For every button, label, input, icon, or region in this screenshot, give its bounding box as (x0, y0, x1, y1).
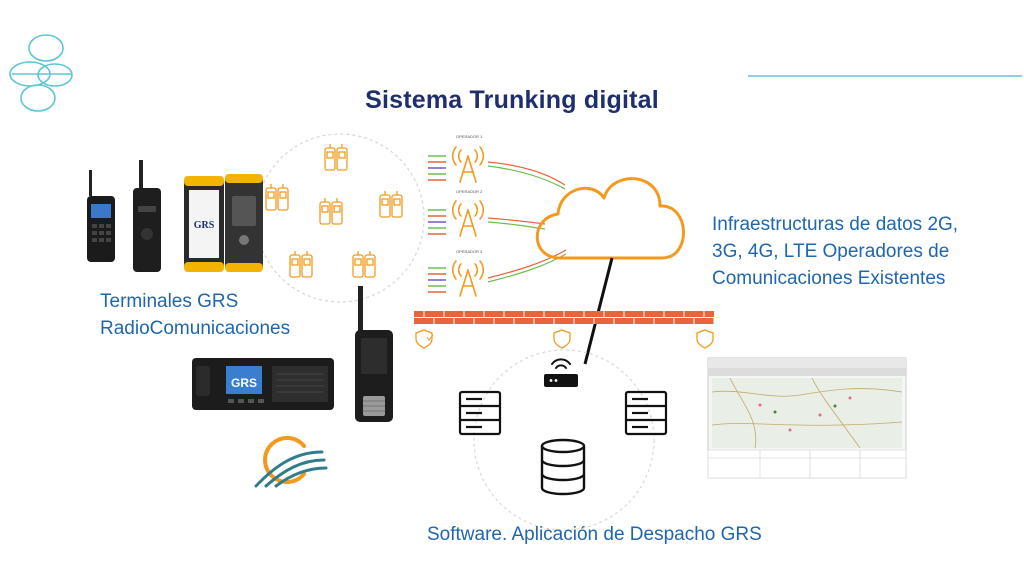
terminals-label: Terminales GRS RadioComunicaciones (100, 288, 290, 342)
infrastructure-label-line: Comunicaciones Existentes (712, 268, 946, 289)
terminals-label-line: RadioComunicaciones (100, 318, 291, 339)
infrastructure-label-line: 3G, 4G, LTE Operadores de (712, 241, 950, 262)
server-icon (458, 390, 502, 436)
infrastructure-label: Infraestructuras de datos 2G, 3G, 4G, LT… (712, 211, 958, 292)
radio-icon (289, 251, 313, 278)
rugged-phone-device: GRS (184, 176, 224, 272)
wifi-router-icon (544, 358, 578, 387)
radio-icon (379, 191, 403, 218)
handheld-radio-device (133, 160, 161, 272)
signal-bars (428, 155, 446, 293)
shield-icon (553, 329, 571, 349)
svg-text:GRS: GRS (194, 220, 215, 231)
firewall-icon (414, 311, 715, 324)
handheld-radio-device (87, 170, 115, 262)
radio-group-circle (255, 133, 425, 303)
shield-icon (696, 329, 714, 349)
radio-icon (265, 184, 289, 211)
software-label: Software. Aplicación de Despacho GRS (427, 524, 762, 545)
shield-icon (415, 329, 434, 349)
infrastructure-label-line: Infraestructuras de datos 2G, (712, 214, 959, 235)
tower-icon (451, 200, 485, 237)
vehicle-radio-device: GRS (192, 358, 334, 410)
radio-group (265, 144, 403, 278)
tower-links (487, 161, 567, 283)
database-icon (540, 438, 586, 496)
radio-icon (324, 144, 348, 171)
operator-label: OPERADOR 1 (456, 134, 483, 139)
radio-icon (319, 198, 343, 225)
grs-logo-icon (254, 436, 328, 488)
server-group-circle (473, 349, 655, 531)
server-icon (624, 390, 668, 436)
cloud-icon (535, 177, 685, 260)
tower-icon (451, 146, 485, 183)
terminals-label-line: Terminales GRS (100, 291, 239, 312)
dispatch-software-screenshot (707, 357, 907, 479)
header-divider-line (748, 75, 1022, 77)
page-title: Sistema Trunking digital (365, 86, 659, 114)
tower-group (451, 146, 485, 297)
handheld-radio-device (355, 286, 393, 422)
rugged-phone-device (225, 174, 263, 272)
svg-text:GRS: GRS (231, 376, 257, 390)
radio-icon (352, 251, 376, 278)
operator-label: OPERADOR 2 (456, 189, 483, 194)
operator-label: OPERADOR 3 (456, 249, 483, 254)
tower-icon (451, 260, 485, 297)
